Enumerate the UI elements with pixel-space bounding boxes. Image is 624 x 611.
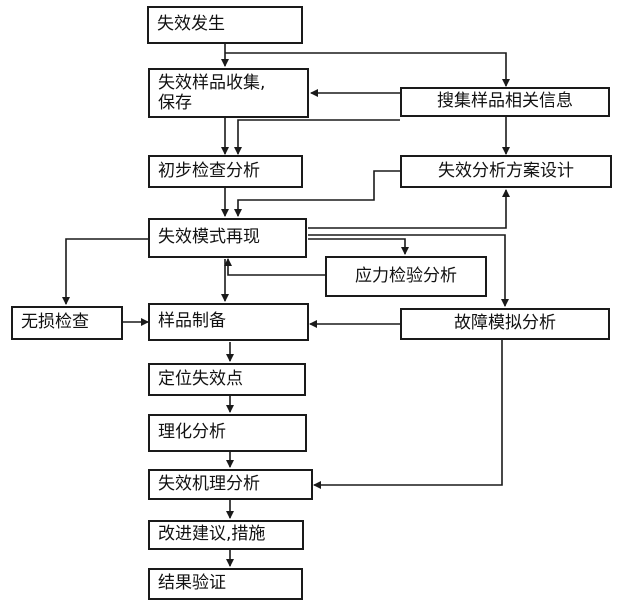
- node-mechanism-analysis-label: 失效机理分析: [158, 473, 260, 494]
- node-sample-prep-label: 样品制备: [158, 311, 226, 332]
- node-recommendations: 改进建议,措施: [148, 520, 304, 550]
- node-failure-occurs-label: 失效发生: [157, 14, 225, 35]
- node-physchem-analysis-label: 理化分析: [158, 422, 226, 443]
- node-ndt: 无损检查: [11, 306, 123, 340]
- node-fault-simulation-label: 故障模拟分析: [454, 313, 556, 334]
- arrow-reproduce-to-ndt: [62, 238, 148, 305]
- node-stress-test-label: 应力检验分析: [355, 265, 457, 286]
- node-collect-samples: 失效样品收集, 保存: [148, 68, 309, 118]
- node-reproduce-mode-label: 失效模式再现: [158, 227, 260, 248]
- arrow-info-to-initial: [234, 119, 400, 155]
- node-fault-simulation: 故障模拟分析: [400, 308, 610, 340]
- node-ndt-label: 无损检查: [21, 312, 89, 333]
- arrow-failure-to-info: [225, 52, 510, 87]
- node-recommendations-label: 改进建议,措施: [158, 524, 266, 545]
- node-mechanism-analysis: 失效机理分析: [148, 469, 313, 500]
- node-reproduce-mode: 失效模式再现: [148, 218, 307, 258]
- node-gather-info: 搜集样品相关信息: [400, 87, 610, 117]
- arrow-plan-to-reproduce: [234, 170, 400, 217]
- node-locate-point-label: 定位失效点: [158, 368, 243, 389]
- arrow-reproduce-to-plan: [308, 189, 510, 229]
- arrow-reproduce-to-simulation: [308, 234, 509, 307]
- node-gather-info-label: 搜集样品相关信息: [437, 91, 573, 112]
- arrow-simulation-to-mechanism: [313, 340, 503, 489]
- node-stress-test: 应力检验分析: [325, 256, 487, 297]
- node-plan-design: 失效分析方案设计: [400, 155, 612, 188]
- arrow-reproduce-to-stress: [308, 238, 409, 255]
- node-plan-design-label: 失效分析方案设计: [438, 160, 574, 181]
- node-failure-occurs: 失效发生: [147, 6, 303, 44]
- node-physchem-analysis: 理化分析: [148, 414, 307, 452]
- node-verify-results-label: 结果验证: [158, 573, 226, 594]
- node-initial-inspection-label: 初步检查分析: [158, 160, 260, 181]
- node-locate-point: 定位失效点: [148, 363, 306, 396]
- node-initial-inspection: 初步检查分析: [148, 155, 303, 188]
- node-sample-prep: 样品制备: [148, 303, 309, 341]
- node-collect-samples-label: 失效样品收集, 保存: [158, 73, 266, 113]
- arrow-stress-to-reproduce: [224, 258, 325, 276]
- node-verify-results: 结果验证: [148, 568, 303, 600]
